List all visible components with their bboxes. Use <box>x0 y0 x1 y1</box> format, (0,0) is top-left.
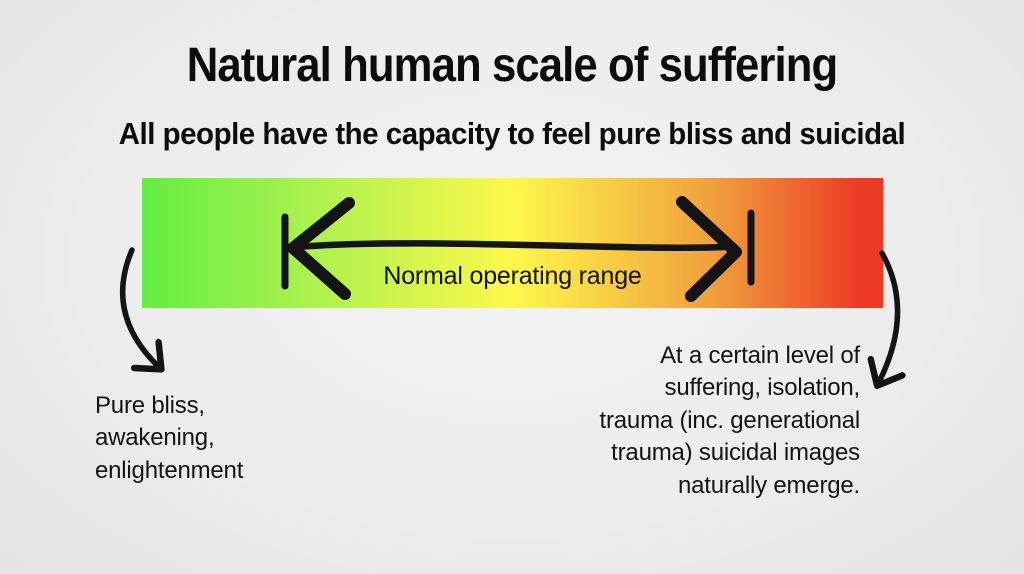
normal-operating-range-label: Normal operating range <box>383 262 642 290</box>
page-subtitle: All people have the capacity to feel pur… <box>118 116 906 151</box>
page-title: Natural human scale of suffering <box>186 39 838 92</box>
suffering-scale-gradient-bar: Normal operating range <box>142 178 883 308</box>
left-annotation-text: Pure bliss, awakening, enlightenment <box>95 392 244 484</box>
right-annotation-text: At a certain level of suffering, isolati… <box>599 342 861 499</box>
